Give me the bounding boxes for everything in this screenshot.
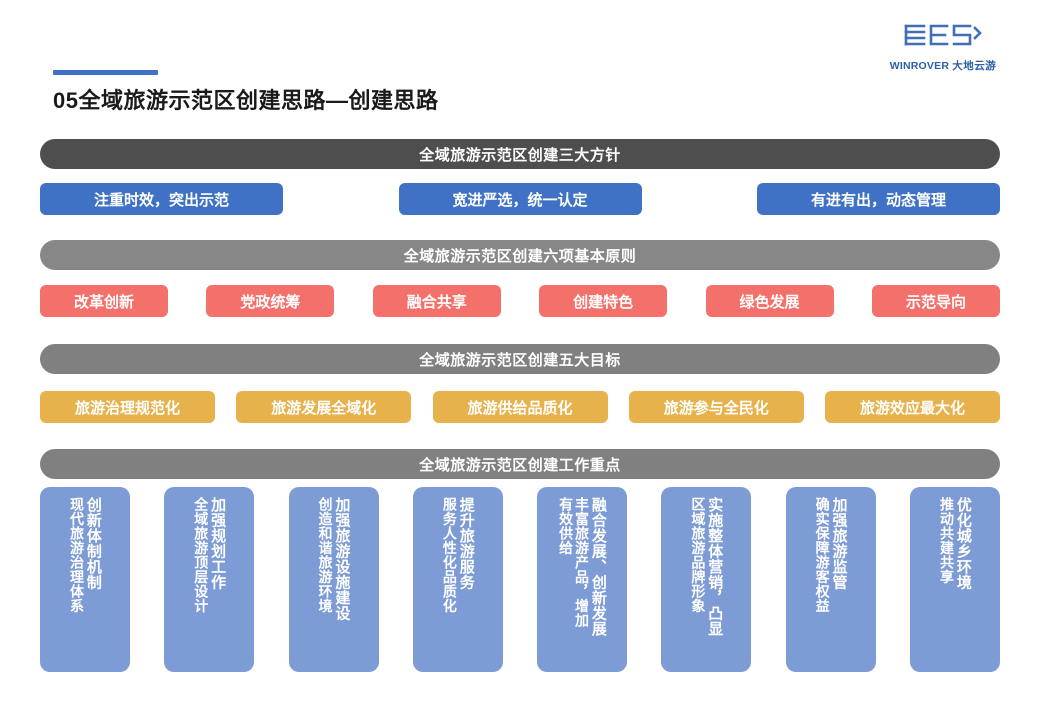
work-priority-main: 创新体制机制 — [84, 497, 102, 590]
brand-name-cn: 大地云游 — [952, 60, 997, 72]
section-header-three-guidelines: 全域旅游示范区创建三大方针 — [40, 139, 1000, 169]
goal-item[interactable]: 旅游效应最大化 — [825, 391, 1000, 423]
guideline-item[interactable]: 有进有出，动态管理 — [757, 183, 1000, 215]
work-priority-main: 优化城乡环境 — [954, 497, 972, 590]
section-header-five-goals: 全域旅游示范区创建五大目标 — [40, 344, 1000, 374]
work-priority-detail: 推动共建共享 — [938, 497, 955, 584]
principle-item[interactable]: 改革创新 — [40, 285, 168, 317]
principle-item[interactable]: 示范导向 — [871, 285, 1000, 317]
work-priority-main: 融合发展、创新发展 — [589, 497, 607, 637]
work-priority-detail: 丰富旅游产品，增加 — [574, 497, 590, 628]
page-title: 05全域旅游示范区创建思路—创建思路 — [53, 88, 439, 113]
work-priority-detail: 有效供给 — [558, 497, 575, 555]
goal-item[interactable]: 旅游发展全域化 — [236, 391, 412, 423]
guideline-item[interactable]: 宽进严选，统一认定 — [398, 183, 642, 215]
goal-item[interactable]: 旅游供给品质化 — [432, 391, 608, 423]
principle-item[interactable]: 融合共享 — [372, 285, 501, 317]
principle-item[interactable]: 创建特色 — [539, 285, 668, 317]
three-guidelines-row: 注重时效，突出示范 宽进严选，统一认定 有进有出，动态管理 — [40, 183, 1000, 215]
work-priority-detail: 确实保障游客权益 — [814, 497, 831, 613]
work-priority-detail: 服务人性化品质化 — [441, 497, 458, 613]
five-goals-row: 旅游治理规范化 旅游发展全域化 旅游供给品质化 旅游参与全民化 旅游效应最大化 — [40, 391, 1000, 423]
work-priorities-row: 创新体制机制 现代旅游治理体系 加强规划工作 全域旅游顶层设计 加强旅游设施建设… — [40, 487, 1000, 672]
work-priority-detail: 现代旅游治理体系 — [68, 497, 85, 613]
brand-logo: WINROVER 大地云游 — [884, 20, 1002, 73]
work-priority-main: 加强规划工作 — [209, 497, 227, 590]
work-priority-card[interactable]: 实施整体营销，凸显 区域旅游品牌形象 — [661, 487, 752, 672]
work-priority-main: 加强旅游设施建设 — [333, 497, 351, 621]
work-priority-card[interactable]: 加强旅游设施建设 创造和谐旅游环境 — [288, 487, 379, 672]
title-accent-bar — [53, 70, 158, 75]
work-priority-card[interactable]: 优化城乡环境 推动共建共享 — [909, 487, 1000, 672]
six-principles-row: 改革创新 党政统筹 融合共享 创建特色 绿色发展 示范导向 — [40, 285, 1000, 317]
guideline-item[interactable]: 注重时效，突出示范 — [40, 183, 283, 215]
work-priority-card[interactable]: 创新体制机制 现代旅游治理体系 — [40, 487, 130, 672]
work-priority-detail: 创造和谐旅游环境 — [317, 497, 334, 613]
work-priority-card[interactable]: 加强旅游监管 确实保障游客权益 — [785, 487, 876, 672]
work-priority-detail: 区域旅游品牌形象 — [690, 497, 707, 613]
principle-item[interactable]: 绿色发展 — [705, 285, 834, 317]
work-priority-main: 提升旅游服务 — [457, 497, 475, 590]
section-header-work-priorities: 全域旅游示范区创建工作重点 — [40, 449, 1000, 479]
winrover-logo-mark-icon — [884, 20, 1002, 56]
work-priority-card[interactable]: 融合发展、创新发展 丰富旅游产品，增加 有效供给 — [537, 487, 628, 672]
goal-item[interactable]: 旅游治理规范化 — [40, 391, 215, 423]
section-header-six-principles: 全域旅游示范区创建六项基本原则 — [40, 240, 1000, 270]
work-priority-main: 实施整体营销，凸显 — [706, 497, 724, 637]
work-priority-card[interactable]: 加强规划工作 全域旅游顶层设计 — [164, 487, 255, 672]
brand-name-en: WINROVER — [889, 60, 950, 72]
work-priority-detail: 全域旅游顶层设计 — [193, 497, 210, 613]
work-priority-main: 加强旅游监管 — [830, 497, 848, 590]
brand-logo-text: WINROVER 大地云游 — [884, 58, 1002, 73]
principle-item[interactable]: 党政统筹 — [206, 285, 335, 317]
work-priority-card[interactable]: 提升旅游服务 服务人性化品质化 — [412, 487, 503, 672]
goal-item[interactable]: 旅游参与全民化 — [628, 391, 804, 423]
